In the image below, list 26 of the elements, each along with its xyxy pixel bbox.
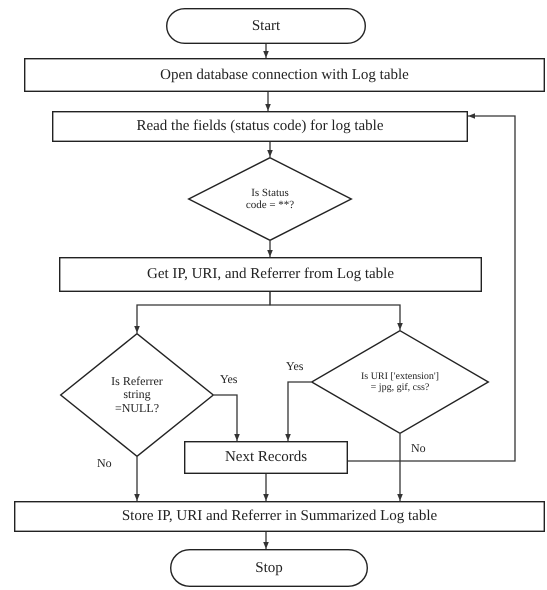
node-label: Read the fields (status code) for log table [136, 118, 384, 135]
edge-label: No [410, 442, 427, 454]
node-label: Is URI ['extension'] = jpg, gif, css? [360, 371, 440, 393]
edge-label: Yes [219, 373, 238, 385]
edge-label: Yes [285, 360, 304, 372]
arrow [269, 292, 403, 330]
edge-label: No [96, 457, 113, 469]
node-label: Is Referrer string =NULL? [110, 375, 164, 415]
arrow [267, 142, 273, 157]
arrow [263, 44, 269, 58]
arrow [285, 381, 311, 441]
node-label: Get IP, URI, and Referrer from Log table [146, 266, 394, 283]
node-label: Open database connection with Log table [160, 66, 409, 84]
node-label: Store IP, URI and Referrer in Summarized Log table [122, 508, 438, 525]
arrow [267, 241, 273, 257]
node-label: Next Records [224, 449, 308, 466]
arrow [397, 434, 403, 501]
arrow [134, 457, 140, 501]
arrow [263, 532, 269, 549]
node-label: Start [252, 18, 280, 34]
arrow [348, 113, 516, 462]
arrow [214, 394, 240, 441]
arrow [263, 474, 269, 501]
arrow [265, 92, 271, 111]
node-label: Is Status code = **? [244, 186, 296, 212]
node-label: Stop [255, 560, 283, 576]
